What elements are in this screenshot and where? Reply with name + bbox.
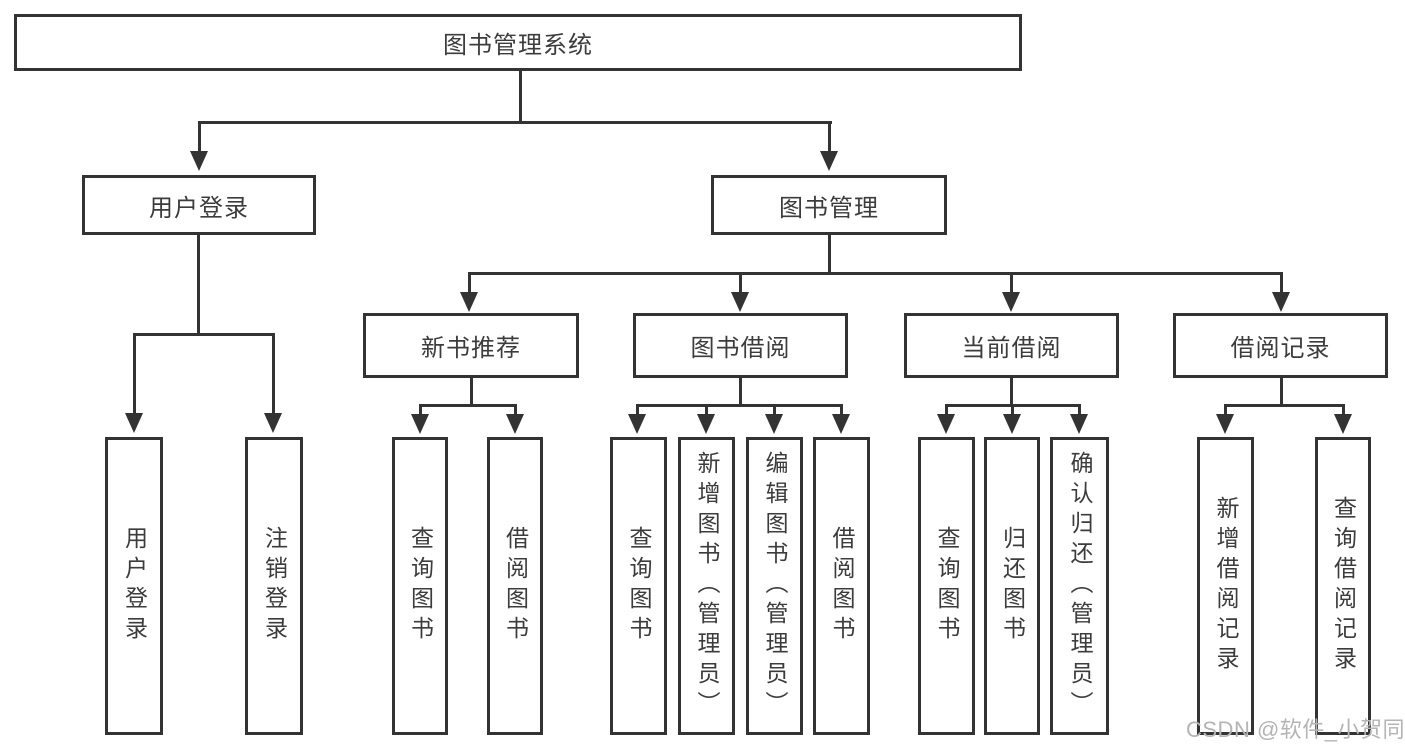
arrowhead-down-icon bbox=[832, 414, 850, 434]
connector-g2c1-stem bbox=[514, 404, 517, 416]
leaf-borrow-borrow-books: 借阅图书 bbox=[813, 437, 870, 735]
node-book-borrow: 图书借阅 bbox=[633, 313, 848, 378]
node-borrow-records-label: 借阅记录 bbox=[1230, 335, 1331, 362]
leaf-label: 编辑图书（管理员） bbox=[762, 451, 788, 721]
node-current-borrow: 当前借阅 bbox=[904, 313, 1119, 378]
node-borrow-records: 借阅记录 bbox=[1173, 313, 1388, 378]
node-new-book-recommend: 新书推荐 bbox=[363, 313, 579, 378]
arrowhead-down-icon bbox=[1334, 414, 1352, 434]
connector-book-mgmt-stem bbox=[828, 121, 831, 153]
connector-sections-bar bbox=[468, 272, 1282, 275]
arrowhead-down-icon bbox=[937, 414, 955, 434]
arrowhead-down-icon bbox=[820, 151, 838, 171]
connector-g2-down bbox=[470, 378, 473, 407]
connector-g3c1-stem bbox=[705, 404, 708, 416]
connector-g5-down bbox=[1280, 378, 1283, 407]
connector-g1c1-stem bbox=[272, 333, 275, 415]
connector-g5c0-stem bbox=[1224, 404, 1227, 416]
leaf-borrow-query-books: 查询图书 bbox=[610, 437, 667, 735]
node-root: 图书管理系统 bbox=[14, 14, 1022, 71]
leaf-user-login: 用户登录 bbox=[105, 437, 163, 735]
connector-g3c2-stem bbox=[773, 404, 776, 416]
connector-g4c0-stem bbox=[945, 404, 948, 416]
connector-user-login-stem bbox=[198, 121, 201, 153]
node-new-book-recommend-label: 新书推荐 bbox=[421, 335, 521, 362]
arrowhead-down-icon bbox=[1216, 414, 1234, 434]
arrowhead-down-icon bbox=[1070, 414, 1088, 434]
arrowhead-down-icon bbox=[125, 413, 143, 433]
arrowhead-down-icon bbox=[731, 292, 749, 312]
leaf-logout: 注销登录 bbox=[245, 437, 303, 735]
connector-section2-stem bbox=[1010, 272, 1013, 294]
connector-g5-bar bbox=[1224, 404, 1345, 407]
leaf-label: 确认归还（管理员） bbox=[1067, 451, 1093, 721]
arrowhead-down-icon bbox=[765, 414, 783, 434]
connector-root-stem bbox=[519, 70, 522, 122]
connector-g1c0-stem bbox=[133, 333, 136, 415]
leaf-label: 查询图书 bbox=[626, 526, 652, 646]
leaf-current-confirm-return-admin: 确认归还（管理员） bbox=[1050, 437, 1109, 735]
leaf-label: 归还图书 bbox=[999, 526, 1026, 646]
leaf-records-query-record: 查询借阅记录 bbox=[1315, 437, 1371, 735]
leaf-label: 查询图书 bbox=[407, 526, 434, 646]
csdn-watermark: CSDN @软件_小贺同学 bbox=[1186, 717, 1405, 742]
connector-g4c2-stem bbox=[1078, 404, 1081, 416]
leaf-borrow-edit-books-admin: 编辑图书（管理员） bbox=[746, 437, 803, 735]
leaf-recommend-query-books: 查询图书 bbox=[392, 437, 448, 735]
arrowhead-down-icon bbox=[1002, 292, 1020, 312]
connector-g1-bar bbox=[133, 333, 275, 336]
arrowhead-down-icon bbox=[1272, 292, 1290, 312]
connector-section0-stem bbox=[468, 272, 471, 294]
node-user-login-label: 用户登录 bbox=[149, 194, 249, 222]
connector-g5c1-stem bbox=[1342, 404, 1345, 416]
leaf-current-query-books: 查询图书 bbox=[918, 437, 975, 735]
leaf-label: 新增借阅记录 bbox=[1213, 496, 1239, 676]
connector-root-bar bbox=[198, 121, 832, 124]
connector-g4c1-stem bbox=[1011, 404, 1014, 416]
connector-g3c0-stem bbox=[636, 404, 639, 416]
leaf-user-login-label: 用户登录 bbox=[121, 526, 148, 646]
node-book-borrow-label: 图书借阅 bbox=[690, 335, 791, 362]
leaf-records-add-record: 新增借阅记录 bbox=[1197, 437, 1254, 735]
arrowhead-down-icon bbox=[190, 151, 208, 171]
connector-g2c0-stem bbox=[419, 404, 422, 416]
connector-g4-down bbox=[1010, 378, 1013, 407]
node-current-borrow-label: 当前借阅 bbox=[961, 335, 1062, 362]
leaf-current-return-books: 归还图书 bbox=[984, 437, 1040, 735]
connector-section1-stem bbox=[739, 272, 742, 294]
connector-g1-down bbox=[197, 234, 200, 336]
leaf-borrow-add-books-admin: 新增图书（管理员） bbox=[678, 437, 735, 735]
connector-g3c3-stem bbox=[840, 404, 843, 416]
node-user-login: 用户登录 bbox=[82, 175, 316, 235]
leaf-label: 借阅图书 bbox=[502, 526, 529, 646]
arrowhead-down-icon bbox=[460, 292, 478, 312]
leaf-label: 借阅图书 bbox=[829, 526, 855, 646]
leaf-logout-label: 注销登录 bbox=[261, 526, 288, 646]
arrowhead-down-icon bbox=[411, 414, 429, 434]
arrowhead-down-icon bbox=[628, 414, 646, 434]
node-book-management: 图书管理 bbox=[711, 175, 947, 235]
connector-book-mgmt-down bbox=[828, 234, 831, 275]
node-root-label: 图书管理系统 bbox=[443, 32, 593, 59]
connector-g3-down bbox=[739, 378, 742, 407]
arrowhead-down-icon bbox=[264, 413, 282, 433]
arrowhead-down-icon bbox=[1003, 414, 1021, 434]
arrowhead-down-icon bbox=[506, 414, 524, 434]
connector-g2-bar bbox=[419, 404, 517, 407]
leaf-label: 查询图书 bbox=[934, 526, 960, 646]
leaf-label: 查询借阅记录 bbox=[1330, 496, 1357, 676]
leaf-label: 新增图书（管理员） bbox=[694, 451, 720, 721]
leaf-recommend-borrow-books: 借阅图书 bbox=[487, 437, 543, 735]
connector-g3-bar bbox=[636, 404, 843, 407]
connector-section3-stem bbox=[1280, 272, 1283, 294]
node-book-management-label: 图书管理 bbox=[779, 194, 879, 222]
arrowhead-down-icon bbox=[697, 414, 715, 434]
